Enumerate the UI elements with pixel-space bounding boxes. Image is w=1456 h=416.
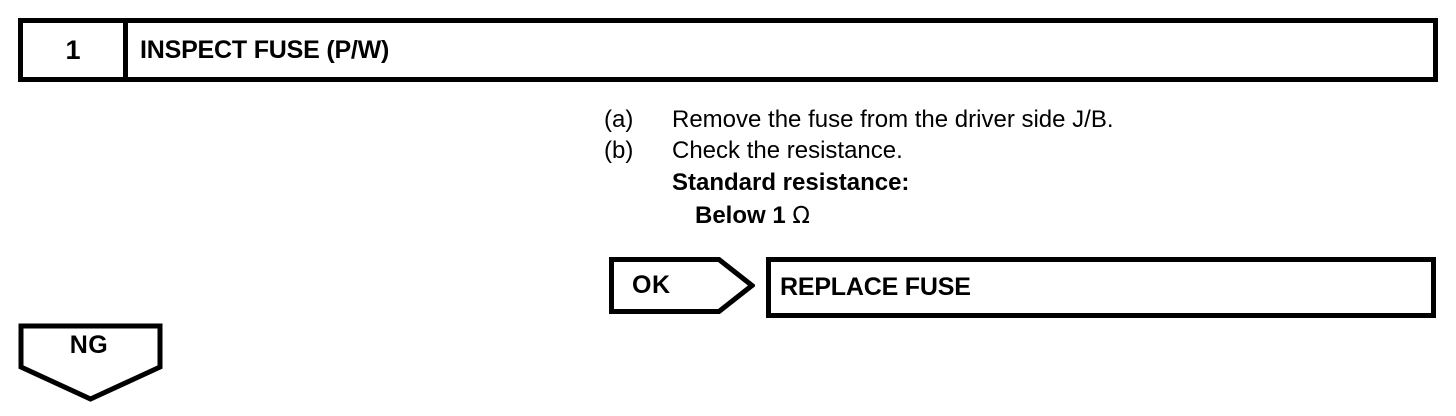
instruction-marker: (b) [604,137,634,164]
instruction-item: (a) Remove the fuse from the driver side… [604,104,1384,135]
replace-fuse-label: REPLACE FUSE [780,273,971,301]
ohm-symbol: Ω [792,203,810,229]
ok-arrow-shape [609,257,755,314]
instruction-list: (a) Remove the fuse from the driver side… [604,104,1384,233]
replace-fuse-result-box: REPLACE FUSE [766,257,1436,318]
step-title: INSPECT FUSE (P/W) [140,35,390,64]
instruction-marker: (a) [604,106,634,133]
ok-branch-arrow: OK [609,257,755,314]
instruction-item: (b) Check the resistance. [604,135,1384,166]
step-number-cell: 1 [23,23,128,77]
ng-arrow-shape [18,323,163,402]
step-number: 1 [65,34,81,65]
instruction-text: Check the resistance. [672,137,903,164]
ng-branch-arrow: NG [18,323,164,416]
standard-resistance-value: Below 1 Ω [695,199,1384,233]
standard-resistance-label: Standard resistance: [672,169,910,196]
instruction-text: Remove the fuse from the driver side J/B… [672,106,1114,133]
ok-label: OK [632,271,671,299]
ng-label: NG [69,330,109,359]
resistance-value-text: Below 1 [695,202,793,229]
step-header-bar: 1 INSPECT FUSE (P/W) [18,18,1438,82]
